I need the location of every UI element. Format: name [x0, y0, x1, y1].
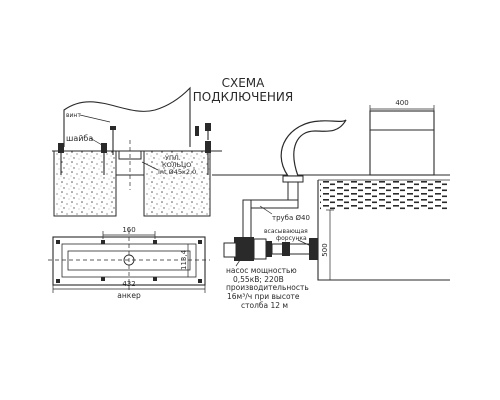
- seal-ring-label-3: Int Ø45x2,0: [158, 168, 196, 176]
- seal-ring-label-1: УПЛ.: [165, 154, 181, 162]
- screw-icon: [110, 126, 116, 155]
- diagram-title-line2: ПОДКЛЮЧЕНИЯ: [193, 90, 294, 104]
- pump-leader: [235, 259, 241, 267]
- dim-top-width: 400: [395, 99, 408, 107]
- anchor-bolt-left: [58, 143, 64, 175]
- concrete-block-left: [53, 150, 117, 217]
- seal-ring-label-2: КОЛЬЦО: [162, 161, 191, 169]
- nozzle-label-2: форсунка: [276, 235, 307, 242]
- pump-label-5: столба 12 м: [241, 301, 288, 310]
- riser-flange: [282, 175, 304, 183]
- concrete-block-right: [143, 150, 211, 217]
- pipe-leader: [259, 205, 273, 215]
- supply-pipe-vertical: [242, 199, 252, 243]
- nozzle-label-1: всасывающая: [264, 228, 308, 235]
- pool-basin-outline: [317, 180, 450, 281]
- screw-label: винт: [66, 112, 81, 119]
- dim-anchor-height: 113,4: [180, 249, 188, 270]
- seal-leader: [141, 161, 159, 171]
- crescent-spout: [280, 119, 347, 177]
- suction-coupling: [282, 242, 290, 256]
- suction-pipe: [271, 243, 311, 255]
- pump-label-3: производительность: [226, 283, 309, 292]
- dim-anchor-spacing: 160: [122, 226, 135, 234]
- screw-leader: [79, 114, 111, 123]
- pipe-label: труба Ø40: [272, 214, 310, 222]
- section-break-outline: [63, 86, 191, 147]
- washer-label: шайба: [66, 134, 93, 143]
- pump-icon: [223, 237, 272, 261]
- anchor-exploded-icon: [205, 123, 211, 144]
- pool-wall-section: [320, 180, 448, 210]
- pump-label-2: 0,55кВ; 220В: [233, 275, 284, 284]
- suction-nozzle-icon: [309, 238, 318, 260]
- pump-label-1: насос мощностью: [226, 266, 297, 275]
- nozzle-leader: [297, 239, 312, 247]
- water-tank: [369, 110, 435, 176]
- anchor-bolt-mid: [101, 143, 107, 175]
- washer-exploded-icon: [195, 126, 199, 136]
- pump-label-4: 16м³/ч при высоте: [227, 292, 300, 301]
- dim-depth: 500: [321, 243, 329, 256]
- anchor-plate-plan: [48, 230, 210, 292]
- diagram-title-line1: СХЕМА: [222, 76, 266, 90]
- anchor-label: анкер: [117, 291, 141, 300]
- dim-total-length: 432: [122, 280, 135, 288]
- washer-leader: [89, 137, 103, 146]
- anchor-bolt-right: [205, 143, 211, 175]
